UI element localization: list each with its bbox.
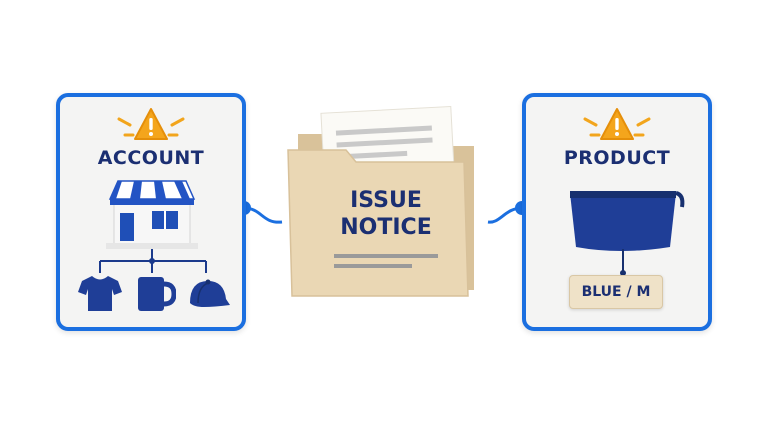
product-title: PRODUCT [563, 147, 671, 169]
cap-icon [190, 279, 230, 307]
warning-triangle-icon [117, 108, 185, 140]
account-title: ACCOUNT [97, 147, 205, 169]
item-tree-lines [99, 249, 207, 273]
issue-notice-line2: NOTICE [340, 215, 432, 240]
tshirt-icon [78, 276, 122, 311]
variant-tag: BLUE / M [569, 275, 663, 309]
product-card: PRODUCT BLUE / M [522, 93, 712, 331]
account-card: ACCOUNT [56, 93, 246, 331]
storefront-icon [106, 180, 198, 249]
mug-icon [138, 277, 176, 311]
folder-document-icon [287, 105, 474, 297]
issue-notice-line1: ISSUE [350, 188, 422, 213]
warning-triangle-icon [583, 108, 651, 140]
zipper-pouch-icon [570, 191, 685, 277]
